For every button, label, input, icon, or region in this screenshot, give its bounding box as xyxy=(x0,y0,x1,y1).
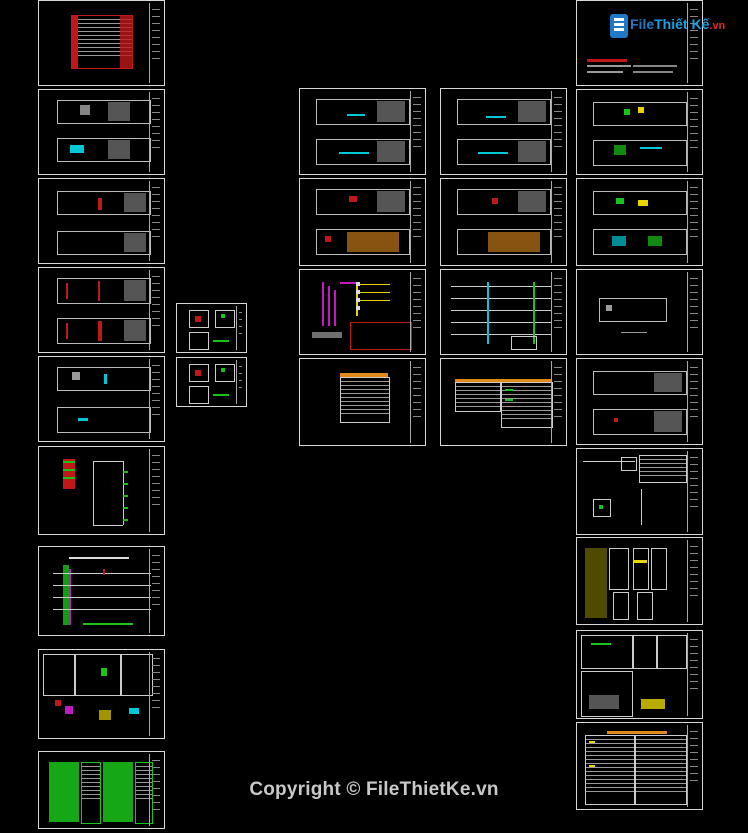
drawing-sheet-floor-plan-1[interactable] xyxy=(38,89,165,175)
drawing-sheet-riser-diagram-1[interactable] xyxy=(38,446,165,535)
drawing-sheet-roof-plan[interactable] xyxy=(576,269,703,355)
brand-text: FileThiết Kế.vn xyxy=(630,16,726,32)
floor-plan xyxy=(57,367,151,391)
drawing-sheet-riser-diagram-2[interactable] xyxy=(38,546,165,636)
drawing-sheet-schedule-right[interactable] xyxy=(576,722,703,810)
brand-logo: FileThiết Kế.vn xyxy=(610,14,725,42)
title-block xyxy=(149,754,162,826)
riser-line xyxy=(93,461,123,462)
drawing-sheet-floor-plan-right[interactable] xyxy=(576,358,703,445)
drawing-sheet-details[interactable] xyxy=(38,649,165,739)
floor-plan xyxy=(57,407,151,433)
floor-plan xyxy=(57,278,151,304)
title-block xyxy=(149,549,162,633)
title-block xyxy=(149,181,162,261)
drawing-sheet-floor-plan-4[interactable] xyxy=(38,356,165,442)
drawing-sheet-single-line-diagram[interactable] xyxy=(299,269,426,355)
floor-plan xyxy=(57,100,151,124)
floor-plan xyxy=(57,191,151,215)
drawing-sheet-hvac-plan-2[interactable] xyxy=(576,178,703,266)
floor-plan xyxy=(57,138,151,162)
drawing-sheet-detail-right-3[interactable] xyxy=(576,630,703,719)
drawing-sheet-schedule-table-2[interactable] xyxy=(440,358,567,446)
drawing-sheet-water-plan-1[interactable] xyxy=(440,88,567,175)
title-block xyxy=(149,652,162,736)
title-block xyxy=(149,359,162,439)
drawing-sheet-water-plan-2[interactable] xyxy=(440,178,567,266)
drawing-sheet-water-riser[interactable] xyxy=(440,269,567,355)
schedule-block xyxy=(63,461,75,463)
copyright-watermark: Copyright © FileThietKe.vn xyxy=(249,779,499,800)
schedule-block xyxy=(63,459,75,489)
drawing-sheet-detail-right-2[interactable] xyxy=(576,537,703,625)
drawing-sheet-hvac-plan-1[interactable] xyxy=(576,89,703,175)
title-block xyxy=(149,92,162,172)
drawing-sheet-small-detail-1[interactable] xyxy=(176,303,247,353)
title-block xyxy=(149,270,162,350)
floor-plan xyxy=(57,231,151,255)
drawing-sheet-detail-right-1[interactable] xyxy=(576,448,703,535)
drawing-sheet-small-detail-2[interactable] xyxy=(176,357,247,407)
drawing-sheet-electrical-plan-2[interactable] xyxy=(299,178,426,266)
drawing-sheet-electrical-plan-1[interactable] xyxy=(299,88,426,175)
drawing-sheet-floor-plan-3[interactable] xyxy=(38,267,165,353)
title-block xyxy=(149,449,162,532)
drawing-sheet-cover-right[interactable] xyxy=(576,0,703,86)
drawing-sheet-cover-legend[interactable] xyxy=(38,0,165,86)
title-block xyxy=(149,3,162,83)
drawing-sheet-schedule-table-1[interactable] xyxy=(299,358,426,446)
legend-table xyxy=(71,15,133,69)
drawing-sheet-material-list[interactable] xyxy=(38,751,165,829)
floor-plan xyxy=(57,318,151,344)
file-document-icon xyxy=(610,14,628,38)
drawing-sheet-floor-plan-2[interactable] xyxy=(38,178,165,264)
